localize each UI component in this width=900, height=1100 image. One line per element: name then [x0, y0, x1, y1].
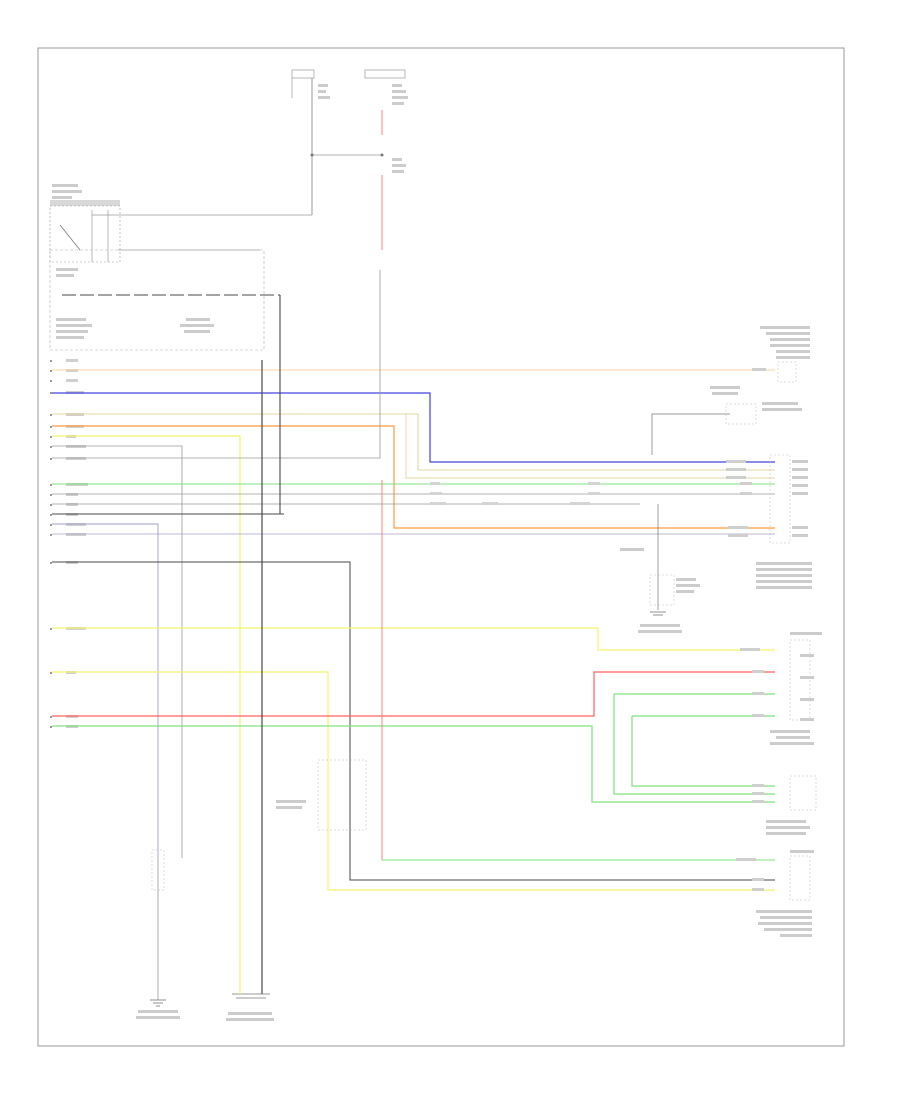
wire-gray — [52, 270, 381, 459]
wire-blue — [52, 392, 775, 463]
module-bottom-right-b — [766, 775, 817, 835]
wire-violet — [52, 523, 159, 860]
wire-red — [381, 480, 775, 861]
right-wire-code-labels — [726, 368, 766, 891]
door-switch-module — [49, 184, 121, 263]
mid-connector — [276, 759, 367, 831]
control-unit-mid-right — [651, 386, 812, 589]
wire-green — [613, 694, 775, 795]
junction-dot — [310, 153, 314, 157]
wire-green — [631, 716, 775, 787]
wire-yellow — [52, 435, 241, 960]
wire-gray — [52, 445, 183, 858]
ground-right — [620, 504, 700, 633]
module-bottom-right-a — [770, 632, 822, 745]
inline-connector-labels — [430, 482, 600, 505]
wire-tan — [52, 413, 775, 479]
wire-red — [52, 671, 775, 717]
wire-yellow — [52, 671, 775, 891]
wire-black — [52, 561, 775, 881]
fuse-top-left — [291, 69, 330, 215]
lock-relay-box — [49, 249, 280, 351]
ground-bottom-center — [226, 993, 274, 1021]
wire-green — [52, 725, 775, 803]
module-bottom-right-c — [756, 850, 814, 937]
diagram-frame — [37, 47, 845, 1047]
left-pin-markers — [50, 360, 52, 728]
fuse-top-right — [364, 69, 408, 105]
wire-orange — [52, 425, 775, 529]
control-module-right-top — [760, 326, 810, 383]
ground-bottom-left — [136, 849, 180, 1019]
wire-yellow — [52, 627, 775, 651]
junction-dot — [380, 153, 384, 157]
